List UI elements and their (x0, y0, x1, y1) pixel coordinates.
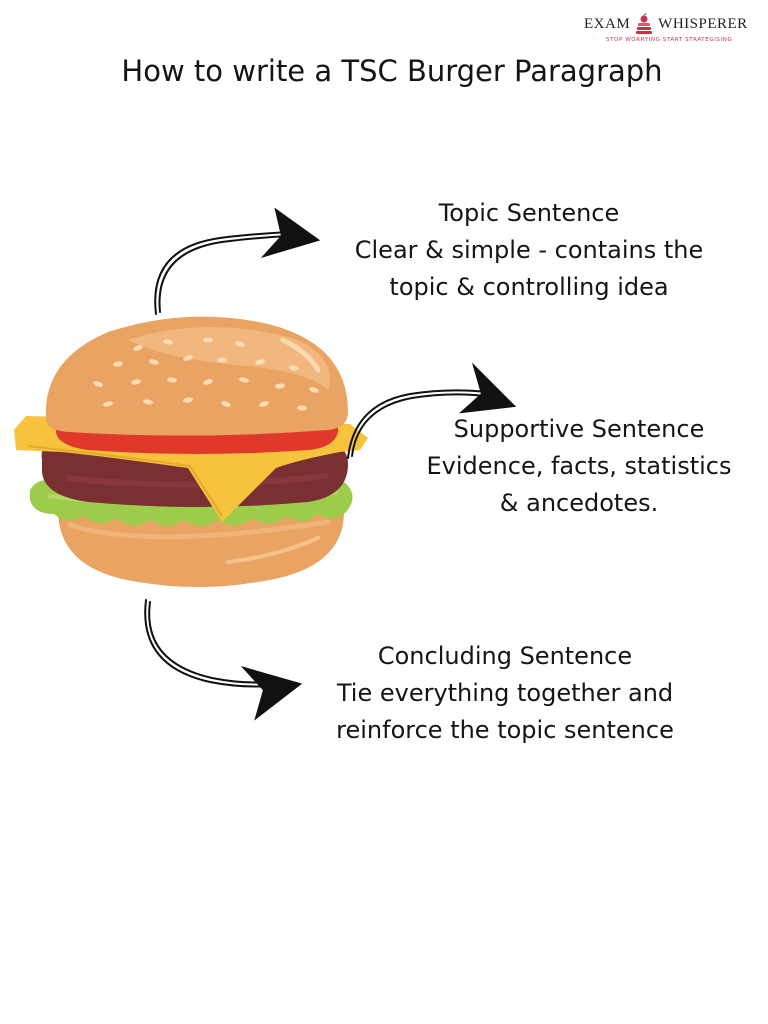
supportive-heading: Supportive Sentence (453, 415, 705, 443)
sesame-seeds (93, 337, 319, 411)
arrow-icon (144, 599, 303, 721)
logo-word-whisperer: WHISPERER (658, 15, 748, 32)
logo-word-exam: EXAM (584, 15, 631, 32)
supportive-sentence-block: Supportive Sentence Evidence, facts, sta… (398, 411, 760, 522)
logo-tagline: STOP WORRYING START STRATEGISING (606, 37, 733, 43)
supportive-line-1: Evidence, facts, statistics (426, 452, 732, 480)
arrow-icon (154, 207, 321, 315)
exam-whisperer-logo-icon (636, 13, 653, 34)
exam-whisperer-logo: EXAM WHISPERER STOP WORRYING START STRAT… (584, 12, 754, 52)
topic-line-1: Clear & simple - contains the (354, 236, 704, 264)
concluding-line-2: reinforce the topic sentence (336, 716, 674, 744)
topic-heading: Topic Sentence (438, 199, 620, 227)
concluding-heading: Concluding Sentence (377, 642, 633, 670)
concluding-sentence-block: Concluding Sentence Tie everything toget… (300, 638, 710, 749)
burger-illustration (14, 316, 368, 587)
concluding-line-1: Tie everything together and (336, 679, 674, 707)
page-title: How to write a TSC Burger Paragraph (121, 54, 663, 88)
topic-line-2: topic & controlling idea (389, 273, 669, 301)
supportive-line-2: & ancedotes. (499, 489, 659, 517)
topic-sentence-block: Topic Sentence Clear & simple - contains… (326, 195, 732, 306)
